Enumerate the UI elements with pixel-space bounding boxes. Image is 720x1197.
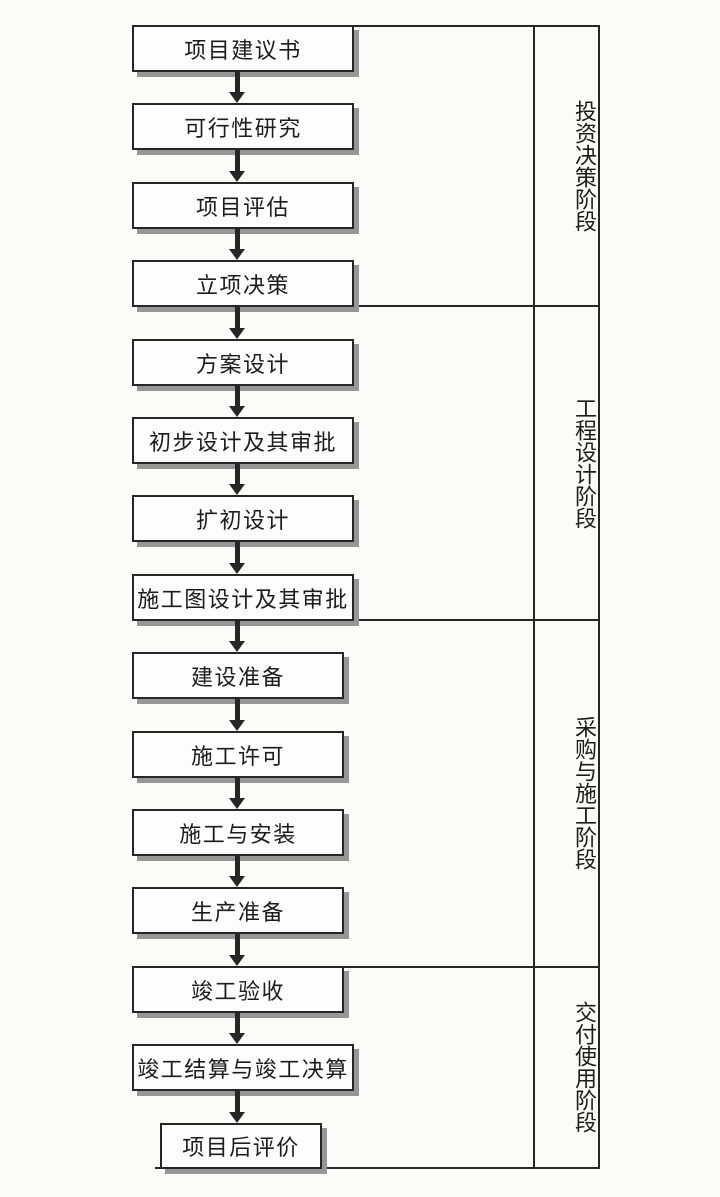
flow-arrow-5	[229, 386, 245, 417]
flow-step-production-preparation: 生产准备	[132, 887, 344, 934]
phase-column-left-border	[533, 25, 535, 1169]
flow-step-approval-decision: 立项决策	[132, 260, 354, 307]
arrow-stem	[234, 464, 240, 484]
arrow-stem	[234, 1091, 240, 1112]
flow-step-completion-acceptance: 竣工验收	[132, 966, 344, 1013]
flow-arrow-4	[229, 307, 245, 339]
flow-step-construction-installation: 施工与安装	[132, 809, 344, 856]
flow-step-project-evaluation: 项目评估	[132, 182, 354, 229]
flow-step-feasibility-study: 可行性研究	[132, 103, 354, 150]
flow-arrow-10	[229, 778, 245, 809]
phase-column-right-border	[598, 25, 600, 1169]
flow-step-post-evaluation: 项目后评价	[160, 1123, 322, 1169]
arrow-down-icon	[229, 641, 245, 652]
phase-divider-bottom	[155, 1167, 600, 1169]
arrow-stem	[234, 229, 240, 249]
phase-label-engineering-design: 工程设计阶段	[572, 397, 597, 529]
phase-divider-top	[354, 25, 600, 27]
flow-arrow-7	[229, 542, 245, 574]
flow-step-scheme-design: 方案设计	[132, 339, 354, 386]
flow-arrow-3	[229, 229, 245, 260]
arrow-down-icon	[229, 484, 245, 495]
flow-step-project-proposal: 项目建议书	[132, 25, 354, 72]
flow-arrow-12	[229, 934, 245, 966]
flow-step-construction-preparation: 建设准备	[132, 652, 344, 699]
phase-divider-1	[354, 305, 600, 307]
arrow-stem	[234, 386, 240, 406]
flow-arrow-13	[229, 1013, 245, 1044]
arrow-down-icon	[229, 406, 245, 417]
flow-arrow-11	[229, 856, 245, 887]
arrow-down-icon	[229, 798, 245, 809]
phase-divider-2	[354, 619, 600, 621]
flow-step-completion-settlement: 竣工结算与竣工决算	[132, 1044, 354, 1091]
flow-arrow-6	[229, 464, 245, 495]
flow-step-construction-drawings: 施工图设计及其审批	[132, 574, 354, 621]
arrow-down-icon	[229, 1033, 245, 1044]
arrow-down-icon	[229, 92, 245, 103]
arrow-stem	[234, 150, 240, 171]
arrow-down-icon	[229, 876, 245, 887]
phase-label-investment-decision: 投资决策阶段	[572, 100, 597, 232]
arrow-stem	[234, 778, 240, 798]
arrow-stem	[234, 542, 240, 563]
phase-label-procurement-construction: 采购与施工阶段	[572, 716, 597, 870]
arrow-stem	[234, 72, 240, 92]
arrow-stem	[234, 856, 240, 876]
flow-arrow-2	[229, 150, 245, 182]
arrow-stem	[234, 699, 240, 720]
arrow-down-icon	[229, 955, 245, 966]
arrow-down-icon	[229, 171, 245, 182]
arrow-down-icon	[229, 328, 245, 339]
arrow-down-icon	[229, 563, 245, 574]
flow-arrow-8	[229, 621, 245, 652]
arrow-down-icon	[229, 720, 245, 731]
flow-arrow-1	[229, 72, 245, 103]
phase-label-handover-use: 交付使用阶段	[572, 1001, 597, 1133]
arrow-down-icon	[229, 1112, 245, 1123]
arrow-stem	[234, 621, 240, 641]
phase-divider-3	[344, 966, 600, 968]
flow-arrow-9	[229, 699, 245, 731]
flow-step-construction-permit: 施工许可	[132, 731, 344, 778]
arrow-stem	[234, 1013, 240, 1033]
arrow-stem	[234, 307, 240, 328]
flow-step-expanded-design: 扩初设计	[132, 495, 354, 542]
arrow-stem	[234, 934, 240, 955]
arrow-down-icon	[229, 249, 245, 260]
flow-arrow-14	[229, 1091, 245, 1123]
flow-step-preliminary-design: 初步设计及其审批	[132, 417, 354, 464]
